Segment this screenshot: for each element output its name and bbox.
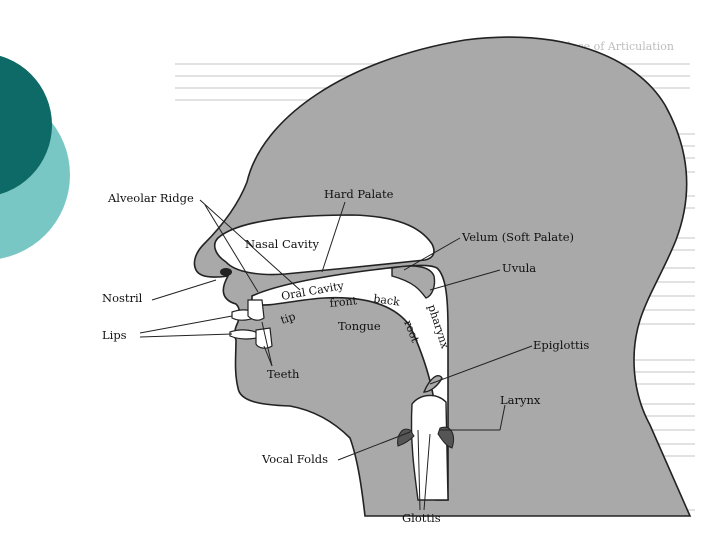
epiglottis-shape — [422, 374, 443, 393]
label-tongue: Tongue — [338, 319, 381, 333]
lower-teeth — [255, 327, 273, 349]
label-tip: tip — [279, 310, 297, 327]
label-front: front — [329, 294, 358, 310]
label-teeth: Teeth — [267, 367, 300, 381]
label-uvula: Uvula — [502, 261, 536, 275]
label-vocal-folds: Vocal Folds — [261, 452, 328, 466]
larynx-shape — [410, 394, 449, 501]
label-velum: Velum (Soft Palate) — [461, 230, 574, 244]
label-glottis: Glottis — [402, 511, 441, 525]
nasal-cavity — [213, 214, 435, 276]
upper-teeth — [247, 299, 265, 321]
velum-shape — [391, 265, 436, 299]
label-alveolar-ridge: Alveolar Ridge — [107, 191, 194, 205]
vocal-fold-right — [437, 426, 454, 449]
vocal-fold-left — [397, 428, 415, 447]
label-larynx: Larynx — [500, 393, 541, 407]
label-epiglottis: Epiglottis — [533, 338, 589, 352]
nostril-shape — [220, 268, 232, 276]
label-nasal-cavity: Nasal Cavity — [245, 237, 319, 251]
decorative-circle-dark — [0, 55, 52, 195]
label-lips: Lips — [102, 328, 127, 342]
pointer-lines — [139, 199, 533, 511]
label-nostril: Nostril — [102, 291, 143, 305]
label-hard-palate: Hard Palate — [324, 187, 394, 201]
label-back: back — [373, 292, 401, 309]
